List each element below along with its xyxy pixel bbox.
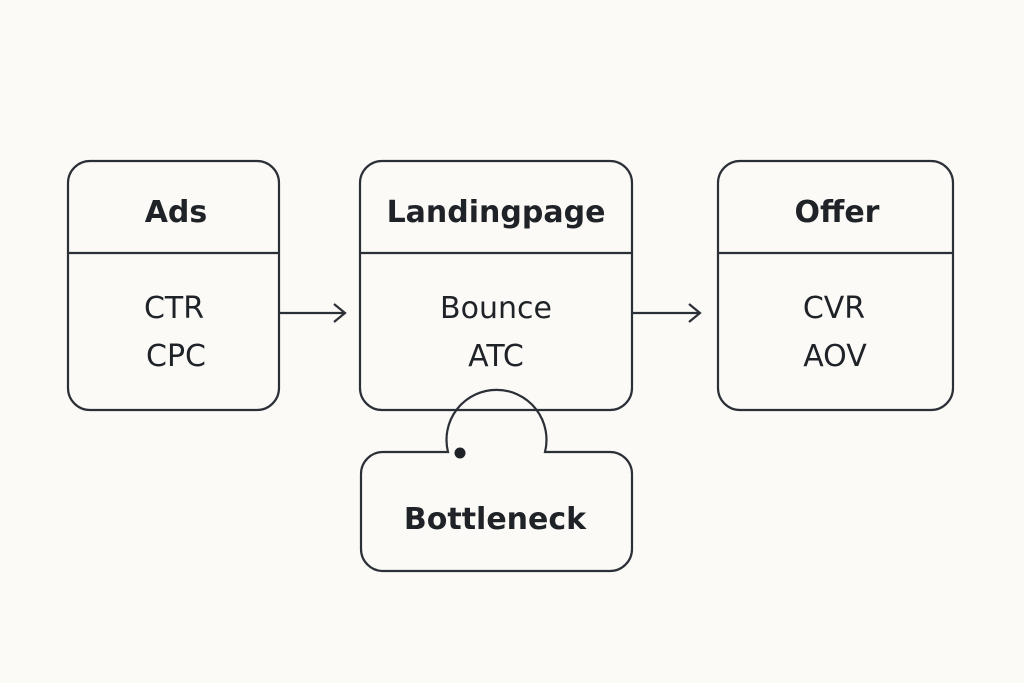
node-offer-metric-2: AOV [803, 339, 867, 374]
arrow-ads-to-landingpage [279, 303, 347, 323]
node-landingpage-metric-1: Bounce [440, 291, 552, 326]
node-ads-box [66, 159, 281, 412]
node-landingpage: Landingpage Bounce ATC [358, 159, 634, 412]
node-offer-box [716, 159, 955, 412]
node-ads: Ads CTR CPC [66, 159, 281, 412]
node-ads-title: Ads [145, 195, 208, 230]
node-landingpage-title: Landingpage [387, 195, 606, 230]
node-landingpage-metric-2: ATC [468, 339, 524, 374]
node-offer: Offer CVR AOV [716, 159, 955, 412]
node-offer-metric-1: CVR [803, 291, 865, 326]
node-bottleneck-title: Bottleneck [404, 502, 587, 537]
node-bottleneck: Bottleneck [359, 388, 634, 573]
node-ads-metric-1: CTR [144, 291, 204, 326]
node-bottleneck-box [359, 388, 634, 573]
arrow-landingpage-to-offer [632, 303, 702, 323]
node-offer-title: Offer [795, 195, 880, 230]
bottleneck-dot-icon [454, 447, 466, 459]
node-landingpage-box [358, 159, 634, 412]
node-ads-metric-2: CPC [146, 339, 206, 374]
